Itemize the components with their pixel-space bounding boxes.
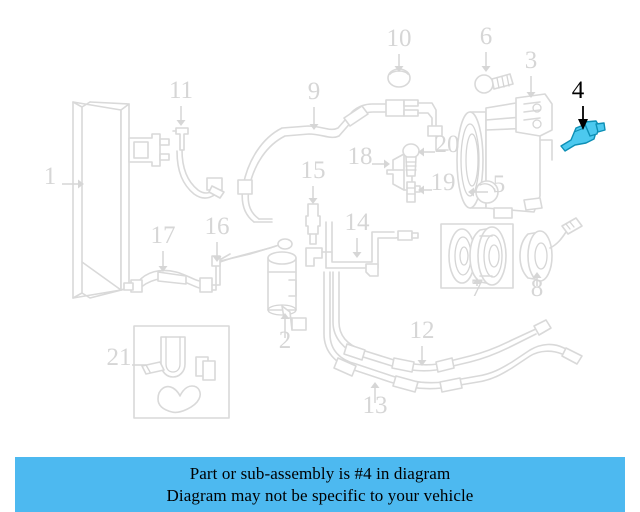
- callout-number-15: 15: [301, 157, 326, 184]
- callout-arrowhead-7: [472, 278, 482, 284]
- callout-8: 8: [531, 272, 544, 302]
- callout-number-10: 10: [387, 25, 412, 52]
- callout-number-8: 8: [531, 275, 544, 302]
- callout-number-14: 14: [345, 209, 371, 236]
- hose-12: [332, 271, 552, 373]
- callout-number-11: 11: [169, 77, 193, 104]
- part-3-compressor: [456, 93, 553, 219]
- part-11-valve: [172, 127, 189, 151]
- callout-13: 13: [363, 382, 388, 419]
- callout-number-19: 19: [431, 169, 456, 196]
- callout-number-7: 7: [471, 275, 484, 302]
- callout-arrowhead-17: [158, 266, 168, 272]
- info-banner: Part or sub-assembly is #4 in diagram Di…: [15, 457, 625, 512]
- callout-arrowhead-20: [418, 147, 424, 157]
- callout-6: 6: [480, 23, 493, 72]
- part-15-valve: [305, 203, 333, 267]
- callout-number-1: 1: [44, 163, 57, 190]
- part-21-box: [133, 325, 230, 419]
- callout-arrowhead-1: [78, 179, 84, 189]
- part-2-accumulator: [267, 251, 307, 331]
- part-20-bolt: [402, 143, 420, 177]
- callout-17: 17: [151, 222, 176, 272]
- callout-5: 5: [468, 171, 505, 198]
- callout-11: 11: [169, 77, 193, 126]
- callout-10: 10: [387, 25, 412, 72]
- callout-arrowhead-19: [418, 185, 424, 195]
- hose-11: [176, 149, 225, 199]
- part-4-highlighted-fitting: [560, 120, 606, 152]
- callout-arrowhead-12: [417, 360, 427, 366]
- callout-number-9: 9: [308, 78, 321, 105]
- callout-3: 3: [525, 47, 538, 98]
- part-14-line: [325, 221, 419, 277]
- callout-4-highlighted: 4: [572, 77, 588, 130]
- callout-1: 1: [44, 163, 84, 190]
- callout-arrowhead-3: [526, 92, 536, 98]
- callout-12: 12: [410, 317, 435, 366]
- callout-number-17: 17: [151, 222, 176, 249]
- callout-19: 19: [418, 169, 456, 196]
- banner-line-2: Diagram may not be specific to your vehi…: [166, 485, 474, 505]
- callout-arrowhead-2: [280, 313, 290, 319]
- callout-20: 20: [418, 131, 460, 158]
- callout-number-12: 12: [410, 317, 435, 344]
- callout-arrowhead-10: [394, 66, 404, 72]
- part-condenser: [72, 101, 170, 299]
- callout-number-6: 6: [480, 23, 493, 50]
- part-7-pulley-set: [440, 223, 514, 289]
- callout-15: 15: [301, 157, 326, 204]
- banner-line-1: Part or sub-assembly is #4 in diagram: [189, 464, 451, 484]
- callout-number-5: 5: [493, 171, 506, 198]
- callout-arrowhead-5: [468, 187, 474, 197]
- callout-21: 21: [107, 344, 146, 371]
- part-6-bolt: [474, 73, 514, 94]
- callout-number-18: 18: [348, 143, 373, 170]
- hose-13: [323, 271, 583, 393]
- callout-number-3: 3: [525, 47, 538, 74]
- callout-arrowhead-6: [481, 66, 491, 72]
- callout-arrowhead-9: [309, 124, 319, 130]
- callout-arrowhead-8: [532, 272, 542, 278]
- hose-9-lower: [237, 179, 273, 223]
- callout-14: 14: [345, 209, 371, 258]
- callout-arrowhead-14: [352, 252, 362, 258]
- callout-9: 9: [308, 78, 321, 130]
- callout-2: 2: [279, 313, 292, 354]
- callout-arrowhead-15: [308, 198, 318, 204]
- callout-number-20: 20: [435, 131, 460, 158]
- callout-7: 7: [471, 275, 484, 302]
- callout-16: 16: [205, 213, 230, 262]
- callout-18: 18: [348, 143, 390, 170]
- callout-arrowhead-13: [370, 382, 380, 388]
- callout-number-4: 4: [572, 77, 585, 104]
- callout-arrowhead-16: [212, 256, 222, 262]
- hose-16-17: [123, 238, 293, 293]
- callout-number-21: 21: [107, 344, 132, 371]
- hose-9-upper-line: [242, 99, 449, 189]
- part-19-pin: [406, 181, 421, 203]
- callout-arrowhead-18: [384, 159, 390, 169]
- callout-number-2: 2: [279, 327, 292, 354]
- callout-number-16: 16: [205, 213, 230, 240]
- callout-arrowhead-11: [176, 120, 186, 126]
- part-8-clutch-coil: [519, 217, 583, 282]
